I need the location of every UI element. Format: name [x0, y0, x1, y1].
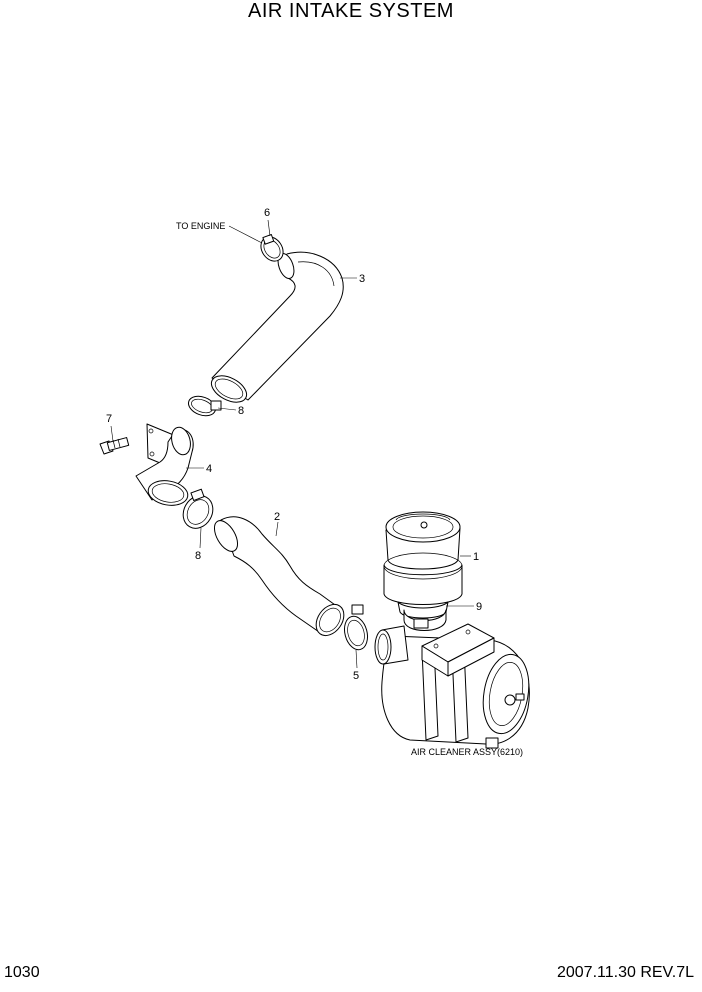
page-number: 1030	[4, 964, 40, 981]
hose-lower	[213, 516, 345, 637]
callout-3: 3	[359, 273, 365, 285]
leader-lines	[110, 219, 474, 669]
callout-4: 4	[206, 463, 212, 475]
callout-2: 2	[274, 511, 280, 523]
clamp-9	[403, 609, 447, 631]
clamp-8-upper	[187, 395, 222, 417]
callout-1: 1	[473, 551, 479, 563]
callout-8-lower: 8	[195, 550, 201, 562]
air-cleaner-body	[374, 623, 530, 749]
pre-cleaner-1	[383, 511, 463, 619]
callout-6: 6	[264, 207, 270, 219]
bolt-7	[99, 437, 130, 455]
callout-9: 9	[476, 601, 482, 613]
callout-7: 7	[106, 413, 112, 425]
callout-5: 5	[353, 670, 359, 682]
callout-8-upper: 8	[238, 405, 244, 417]
clamp-8-lower	[182, 488, 214, 529]
elbow-4	[135, 423, 194, 506]
hose-upper	[210, 251, 344, 403]
clamp-6	[260, 234, 284, 262]
revision-date: 2007.11.30 REV.7L	[556, 964, 694, 981]
air-cleaner-assy-label: AIR CLEANER ASSY(6210)	[411, 747, 523, 757]
to-engine-label: TO ENGINE	[176, 221, 225, 231]
page-title: AIR INTAKE SYSTEM	[248, 0, 454, 22]
clamp-5	[343, 604, 369, 651]
